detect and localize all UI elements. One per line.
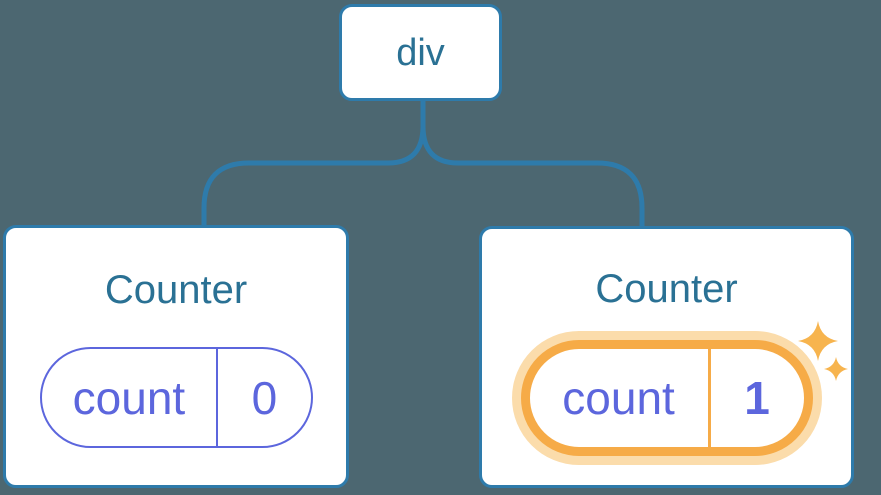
sparkle-large-star	[798, 321, 838, 361]
state-value-right: 1	[744, 372, 770, 424]
state-key-left: count	[72, 371, 186, 424]
counter-right-title: Counter	[595, 267, 738, 311]
state-pill-right-highlighted: count 1	[520, 340, 813, 456]
pill-divider-left	[216, 349, 219, 446]
counter-left-title: Counter	[104, 268, 248, 312]
sparkle-small-star	[824, 357, 848, 381]
root-node-div: div	[339, 4, 502, 101]
sparkle-icon	[798, 321, 848, 381]
pill-divider-right	[707, 349, 711, 447]
connector-left-branch	[201, 101, 426, 227]
root-node-label: div	[396, 31, 445, 74]
state-key-right: count	[562, 372, 675, 424]
state-pill-left: count 0	[39, 347, 313, 448]
connector-right-branch	[420, 125, 645, 227]
state-value-left: 0	[251, 371, 278, 424]
counter-card-right: Counter count 1	[479, 226, 854, 488]
counter-card-left: Counter count 0	[3, 225, 349, 488]
